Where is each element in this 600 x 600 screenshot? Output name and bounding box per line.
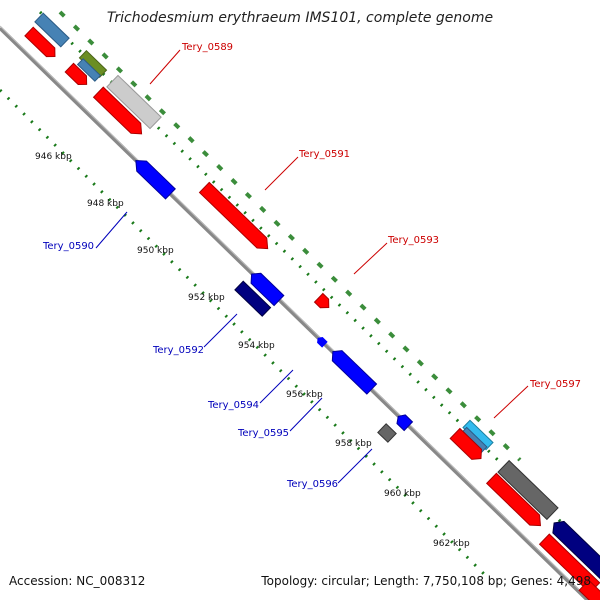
gene-forward-2[interactable] — [64, 62, 91, 88]
map-title: Trichodesmium erythraeum IMS101, complet… — [107, 10, 493, 26]
kbp-label-956: 956 kbp — [286, 390, 323, 400]
gene-forward-bottom-3[interactable] — [578, 579, 600, 600]
kbp-label-958: 958 kbp — [335, 439, 372, 449]
gene-label-tery-0594[interactable]: Tery_0594 — [207, 400, 259, 411]
gene-tery-0596-b[interactable] — [377, 423, 397, 443]
gene-forward-bottom-1[interactable] — [485, 472, 546, 530]
gene-darkblue-bottom[interactable] — [549, 517, 600, 583]
gene-tery-0589[interactable] — [92, 86, 147, 139]
gene-grey-bottom[interactable] — [497, 459, 559, 521]
gene-label-tery-0592[interactable]: Tery_0592 — [152, 345, 204, 356]
callout-tery-0593 — [353, 242, 388, 275]
gene-tery-0593[interactable] — [313, 292, 333, 312]
gene-label-tery-0596[interactable]: Tery_0596 — [286, 479, 338, 490]
kbp-label-960: 960 kbp — [384, 489, 421, 499]
gene-steelblue-2[interactable] — [76, 58, 102, 82]
gene-label-tery-0595[interactable]: Tery_0595 — [237, 428, 289, 439]
inner-tick-track — [0, 88, 492, 582]
gene-lightgrey[interactable] — [106, 74, 162, 130]
callout-tery-0592 — [203, 313, 238, 348]
callout-tery-0595 — [289, 397, 323, 432]
kbp-label-948: 948 kbp — [87, 199, 124, 209]
kbp-label-952: 952 kbp — [188, 293, 225, 303]
kbp-label-954: 954 kbp — [238, 341, 275, 351]
topology-text: Topology: circular; Length: 7,750,108 bp… — [260, 574, 591, 588]
accession-text: Accession: NC_008312 — [9, 574, 145, 588]
kbp-label-962: 962 kbp — [433, 539, 470, 549]
gene-label-tery-0593[interactable]: Tery_0593 — [387, 235, 439, 246]
callout-tery-0597 — [493, 385, 529, 419]
callout-tery-0591 — [264, 156, 299, 191]
kbp-label-946: 946 kbp — [35, 152, 72, 162]
gene-tery-0596-a[interactable] — [394, 412, 414, 432]
gene-tery-0594[interactable] — [315, 335, 328, 348]
gene-tery-0597[interactable] — [449, 427, 486, 463]
gene-tery-0592-b[interactable] — [234, 280, 272, 317]
gene-tery-0591[interactable] — [198, 181, 272, 253]
outer-tick-track-2 — [58, 10, 522, 462]
genome-backbone-highlight — [0, 25, 591, 600]
callout-tery-0596 — [337, 448, 373, 484]
gene-forward-1[interactable] — [24, 26, 59, 61]
callout-tery-0594 — [259, 369, 294, 404]
gene-tery-0590[interactable] — [131, 156, 176, 200]
genome-backbone — [0, 26, 591, 600]
gene-tery-0592-a[interactable] — [247, 269, 285, 307]
kbp-label-950: 950 kbp — [137, 246, 174, 256]
gene-label-tery-0590[interactable]: Tery_0590 — [42, 241, 94, 252]
gene-label-tery-0597[interactable]: Tery_0597 — [529, 379, 581, 390]
gene-tery-0595[interactable] — [328, 347, 378, 395]
callout-tery-0590 — [95, 211, 128, 249]
gene-label-tery-0591[interactable]: Tery_0591 — [298, 149, 350, 160]
gene-steelblue-1[interactable] — [34, 12, 70, 48]
gene-label-tery-0589[interactable]: Tery_0589 — [181, 42, 233, 53]
callout-tery-0589 — [149, 49, 181, 85]
